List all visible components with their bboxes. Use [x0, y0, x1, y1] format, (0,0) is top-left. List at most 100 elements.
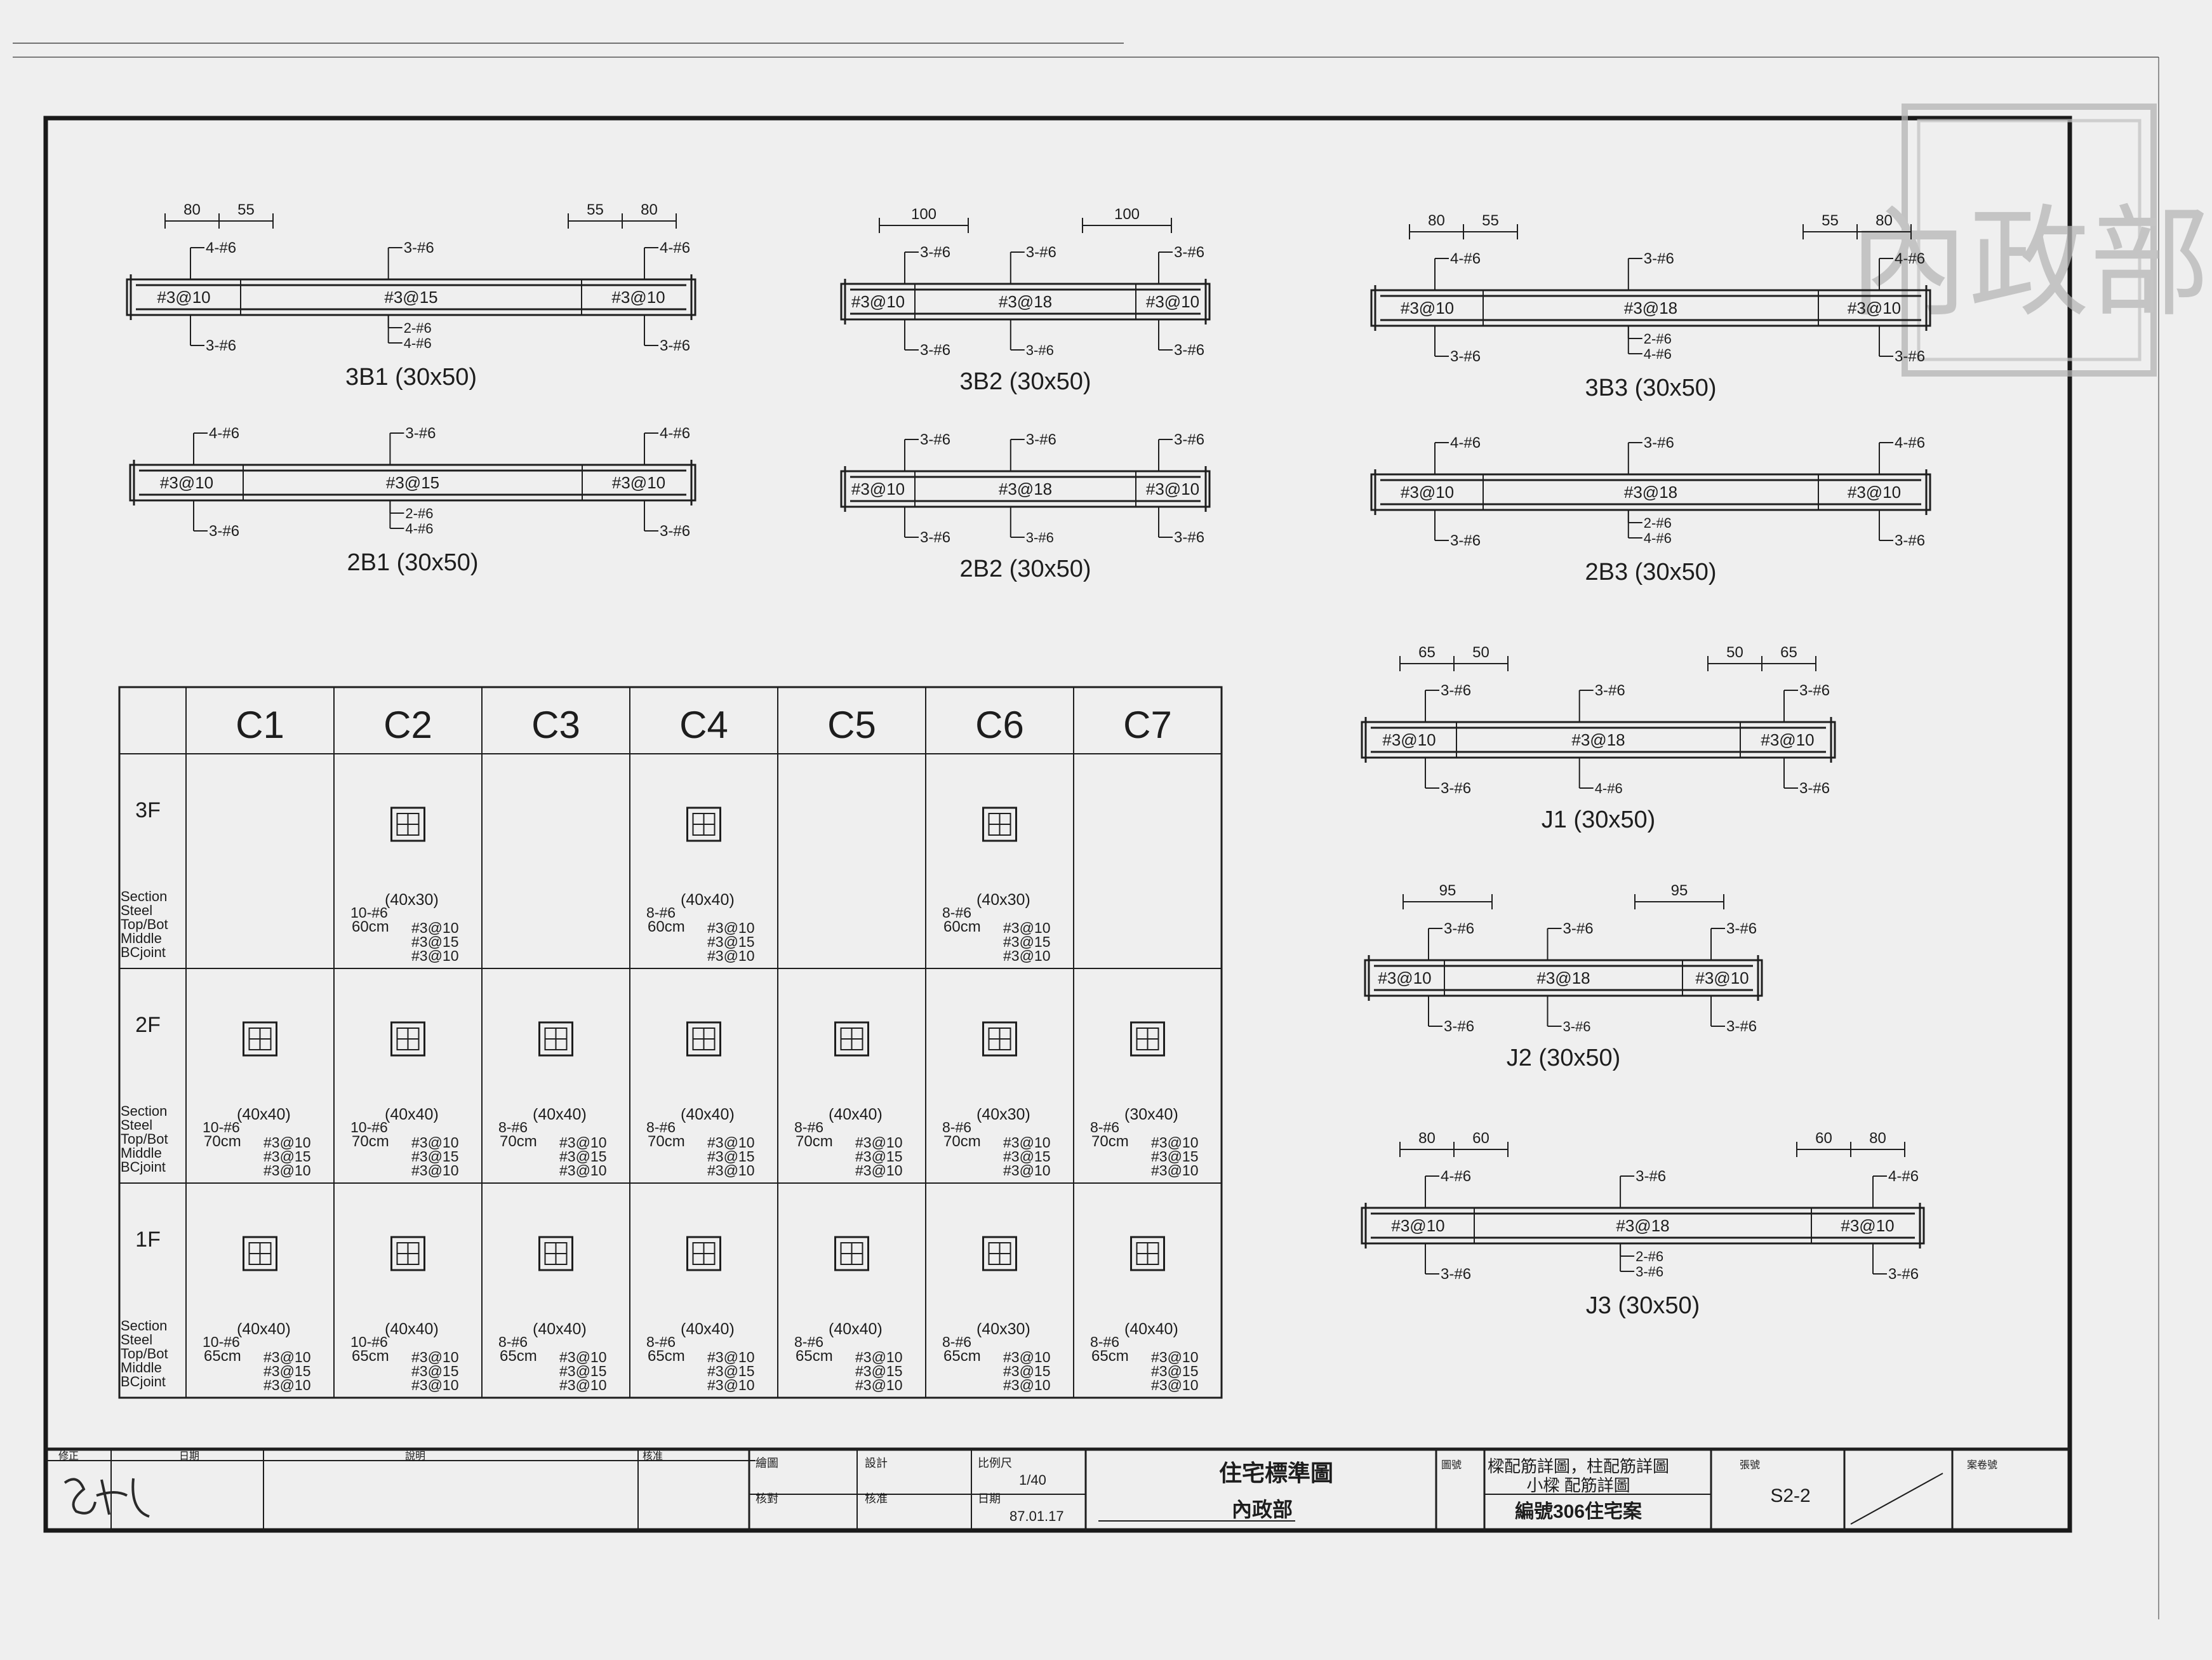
- rebar-callout: 3-#6: [1636, 1168, 1666, 1185]
- rebar-callout: 4-#6: [209, 425, 239, 442]
- signature: 吳明義: [63, 1478, 150, 1518]
- column-section-outline: [243, 1236, 277, 1271]
- column-size: (30x40): [1124, 1106, 1178, 1123]
- stirrup-label: #3@10: [1841, 1216, 1894, 1235]
- column-stirrup: #3@10: [411, 1134, 459, 1151]
- rebar-callout: 3-#6: [209, 523, 239, 540]
- column-stirrup: #3@15: [1003, 1148, 1051, 1165]
- seal-text: 內政部: [1848, 196, 2210, 331]
- row-label: BCjoint: [121, 944, 166, 960]
- rebar-callout: 4-#6: [660, 425, 690, 442]
- column-steel: 8-#6: [498, 1334, 528, 1350]
- column-stirrup: #3@10: [411, 1162, 459, 1179]
- rebar-callout: 3-#6: [1026, 342, 1054, 358]
- rebar-callout: 4-#6: [1595, 780, 1623, 796]
- row-label: Middle: [121, 1145, 162, 1161]
- rebar-callout: 3-#6: [405, 425, 436, 442]
- column-stirrup: #3@10: [1151, 1349, 1199, 1365]
- stirrup-label: #3@18: [999, 292, 1052, 311]
- column-stirrup: #3@10: [411, 920, 459, 936]
- column-section-outline: [538, 1021, 573, 1057]
- rebar-callout: 3-#6: [920, 431, 950, 448]
- column-section-outline: [686, 807, 721, 842]
- rebar-callout: 3-#6: [1444, 1018, 1474, 1035]
- column-header: C4: [679, 704, 728, 746]
- column-steel: 8-#6: [942, 1334, 971, 1350]
- column-section-outline: [243, 1021, 277, 1057]
- column-stirrup: #3@15: [1003, 934, 1051, 950]
- official-seal: 內政部: [1848, 104, 2210, 377]
- column-section-outline: [982, 1021, 1017, 1057]
- column-steel: 8-#6: [794, 1119, 823, 1135]
- row-label: Section: [121, 1318, 167, 1334]
- column-stirrup: #3@10: [707, 1377, 755, 1393]
- dimension-text: 100: [911, 206, 936, 223]
- dimension-text: 55: [1822, 212, 1839, 229]
- stirrup-label: #3@10: [1146, 292, 1199, 311]
- column-stirrup: #3@10: [559, 1377, 607, 1393]
- beam-outline: [840, 470, 1211, 508]
- rebar-callout: 2-#6: [404, 320, 432, 336]
- tb-date: 日期: [179, 1450, 199, 1462]
- rebar-callout: 3-#6: [1563, 1019, 1591, 1034]
- tb-scale-value: 1/40: [1019, 1472, 1046, 1488]
- column-size: (40x30): [385, 891, 439, 909]
- column-stirrup: #3@15: [559, 1148, 607, 1165]
- column-stirrup: #3@10: [855, 1134, 903, 1151]
- stirrup-label: #3@18: [1624, 483, 1677, 502]
- column-size: (40x40): [1124, 1320, 1178, 1338]
- rebar-callout: 3-#6: [1644, 250, 1674, 267]
- rebar-callout: 3-#6: [1636, 1264, 1663, 1280]
- row-label: Steel: [121, 1117, 152, 1133]
- rebar-callout: 3-#6: [1174, 529, 1204, 546]
- rebar-callout: 2-#6: [1644, 331, 1672, 347]
- column-size: (40x40): [237, 1320, 291, 1338]
- row-label: Section: [121, 888, 167, 904]
- beam-title: 2B3 (30x50): [1585, 559, 1716, 586]
- tb-sheet-no-label: 圖號: [1441, 1459, 1462, 1471]
- rebar-callout: 4-#6: [660, 239, 690, 257]
- beam-outline: [840, 283, 1211, 321]
- stirrup-label: #3@18: [1571, 730, 1625, 749]
- rebar-callout: 3-#6: [1174, 244, 1204, 261]
- rebar-callout: 3-#6: [920, 529, 950, 546]
- column-section-outline: [538, 1236, 573, 1271]
- column-steel: 10-#6: [203, 1334, 240, 1350]
- rebar-callout: 3-#6: [660, 337, 690, 354]
- column-size: (40x40): [385, 1320, 439, 1338]
- rebar-callout: 2-#6: [1636, 1248, 1663, 1264]
- dimension-text: 65: [1418, 644, 1436, 661]
- column-header: C2: [383, 704, 432, 746]
- stirrup-label: #3@10: [1695, 968, 1749, 987]
- stirrup-label: #3@10: [1382, 730, 1436, 749]
- tb-drawn: 繪圖: [756, 1457, 778, 1469]
- column-stirrup: #3@10: [263, 1134, 311, 1151]
- column-stirrup: #3@10: [1003, 1349, 1051, 1365]
- beam-outline: [1361, 721, 1836, 759]
- stirrup-label: #3@18: [1624, 298, 1677, 318]
- column-length: 70cm: [352, 1133, 389, 1150]
- beam-title: 3B3 (30x50): [1585, 375, 1716, 401]
- stirrup-label: #3@10: [160, 473, 213, 492]
- stirrup-label: #3@18: [1616, 1216, 1669, 1235]
- column-stirrup: #3@15: [855, 1148, 903, 1165]
- stirrup-label: #3@10: [1146, 479, 1199, 499]
- rebar-callout: 3-#6: [1595, 682, 1625, 699]
- rebar-callout: 3-#6: [1895, 532, 1925, 549]
- column-stirrup: #3@15: [559, 1363, 607, 1379]
- column-stirrup: #3@10: [411, 1349, 459, 1365]
- rebar-callout: 3-#6: [920, 342, 950, 359]
- column-stirrup: #3@15: [855, 1363, 903, 1379]
- rebar-callout: 3-#6: [1726, 1018, 1757, 1035]
- row-label: Steel: [121, 1332, 152, 1348]
- column-header: C1: [236, 704, 284, 746]
- column-stirrup: #3@10: [1151, 1134, 1199, 1151]
- column-stirrup: #3@10: [1003, 1162, 1051, 1179]
- dimension-text: 55: [237, 201, 255, 218]
- column-stirrup: #3@15: [707, 934, 755, 950]
